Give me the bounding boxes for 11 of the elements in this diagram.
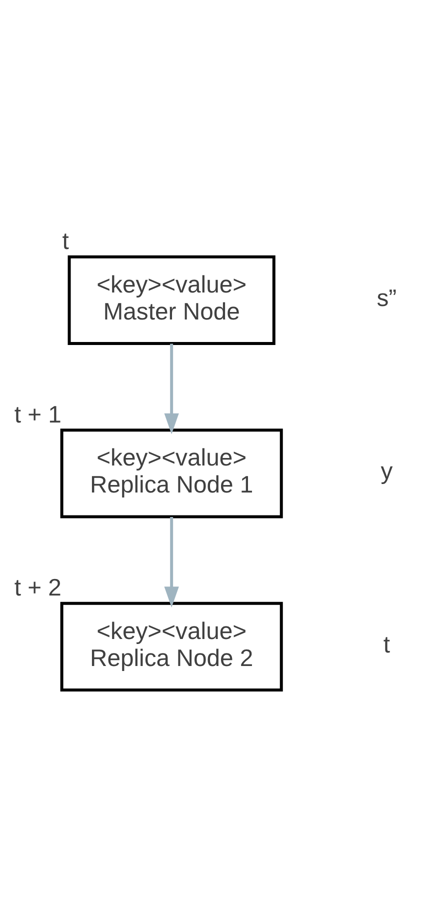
node-label: t — [62, 228, 69, 255]
node-label: t + 1 — [14, 400, 62, 428]
label: t — [383, 630, 390, 658]
label: s” — [376, 284, 397, 312]
node-box: <key><value> Replica Node 2 — [60, 601, 283, 692]
node-label: t + 2 — [14, 574, 62, 602]
node-box: <key><value> Replica Node 1 — [60, 428, 283, 518]
arrow — [164, 343, 179, 434]
node-box: <key><value> Master Node — [68, 254, 276, 344]
arrow — [164, 516, 179, 608]
label: y — [380, 458, 393, 485]
